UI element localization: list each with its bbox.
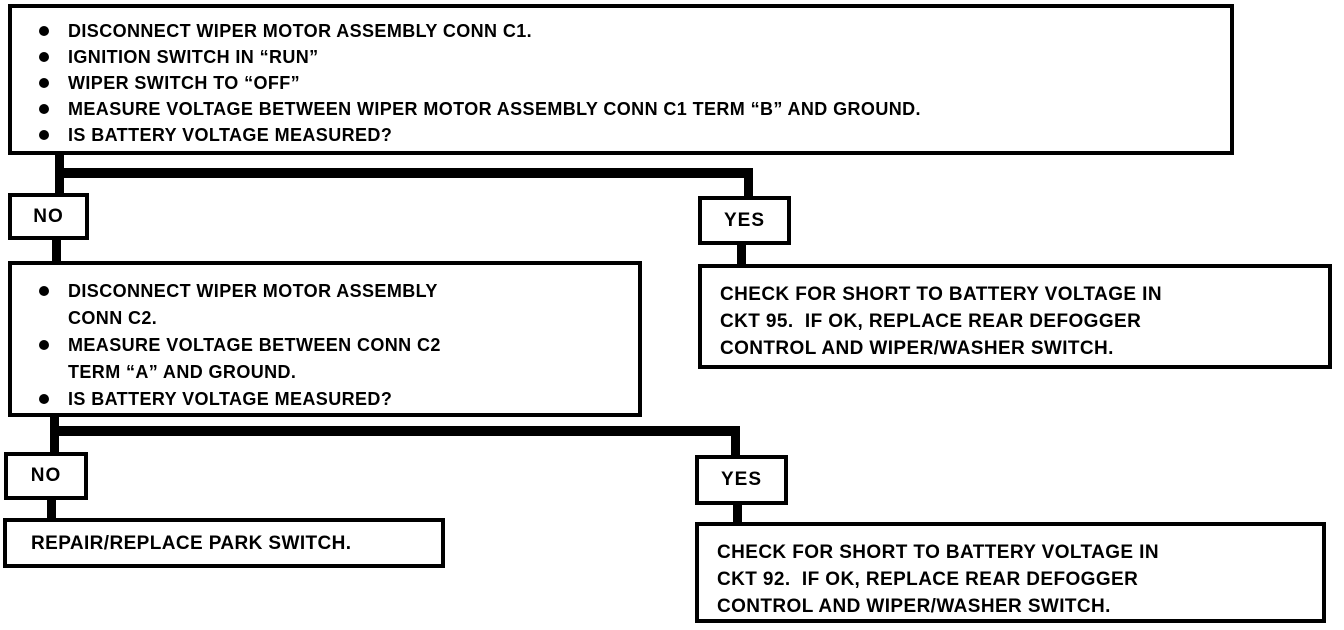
bullet-icon xyxy=(39,394,49,404)
list-item: MEASURE VOLTAGE BETWEEN CONN C2 TERM “A”… xyxy=(39,332,628,386)
step-text: IS BATTERY VOLTAGE MEASURED? xyxy=(68,389,393,409)
list-item: WIPER SWITCH TO “OFF” xyxy=(39,70,1220,96)
bullet-icon xyxy=(39,130,49,140)
step-text: DISCONNECT WIPER MOTOR ASSEMBLY CONN C2. xyxy=(68,281,438,328)
decision-text: NO xyxy=(33,205,64,227)
yes-branch-label-2: YES xyxy=(695,455,788,505)
decision-text: NO xyxy=(30,465,62,486)
connector-line xyxy=(47,498,56,520)
connector-line xyxy=(744,168,753,198)
step-text: WIPER SWITCH TO “OFF” xyxy=(68,73,301,93)
decision-text: YES xyxy=(723,209,766,231)
step-text: IGNITION SWITCH IN “RUN” xyxy=(68,47,319,67)
result-box-ckt95: CHECK FOR SHORT TO BATTERY VOLTAGE IN CK… xyxy=(698,264,1332,369)
connector-line xyxy=(52,238,61,263)
list-item: DISCONNECT WIPER MOTOR ASSEMBLY CONN C1. xyxy=(39,18,1220,44)
bullet-icon xyxy=(39,340,49,350)
bullet-icon xyxy=(39,26,49,36)
bullet-icon xyxy=(39,52,49,62)
bullet-icon xyxy=(39,286,49,296)
connector-line xyxy=(50,426,740,436)
connector-line xyxy=(737,243,746,266)
result-box-park-switch: REPAIR/REPLACE PARK SWITCH. xyxy=(3,518,445,568)
decision-text: YES xyxy=(720,469,763,490)
no-branch-label-1: NO xyxy=(8,193,89,240)
list-item: DISCONNECT WIPER MOTOR ASSEMBLY CONN C2. xyxy=(39,278,628,332)
step-text: MEASURE VOLTAGE BETWEEN WIPER MOTOR ASSE… xyxy=(68,99,921,119)
yes-branch-label-1: YES xyxy=(698,196,791,245)
connector-line xyxy=(733,503,742,524)
list-item: IS BATTERY VOLTAGE MEASURED? xyxy=(39,122,1220,148)
connector-line xyxy=(731,426,740,457)
step-text: MEASURE VOLTAGE BETWEEN CONN C2 TERM “A”… xyxy=(68,335,441,382)
bullet-icon xyxy=(39,104,49,114)
step-text: IS BATTERY VOLTAGE MEASURED? xyxy=(68,125,393,145)
no-branch-label-2: NO xyxy=(4,452,88,500)
bullet-icon xyxy=(39,78,49,88)
step-box-conn-c2: DISCONNECT WIPER MOTOR ASSEMBLY CONN C2.… xyxy=(8,261,642,417)
list-item: MEASURE VOLTAGE BETWEEN WIPER MOTOR ASSE… xyxy=(39,96,1220,122)
list-item: IGNITION SWITCH IN “RUN” xyxy=(39,44,1220,70)
step-text: DISCONNECT WIPER MOTOR ASSEMBLY CONN C1. xyxy=(68,21,533,41)
start-step-box: DISCONNECT WIPER MOTOR ASSEMBLY CONN C1.… xyxy=(8,4,1234,155)
list-item: IS BATTERY VOLTAGE MEASURED? xyxy=(39,386,628,413)
connector-line xyxy=(55,168,753,178)
result-text: REPAIR/REPLACE PARK SWITCH. xyxy=(31,532,352,554)
result-box-ckt92: CHECK FOR SHORT TO BATTERY VOLTAGE IN CK… xyxy=(695,522,1326,623)
